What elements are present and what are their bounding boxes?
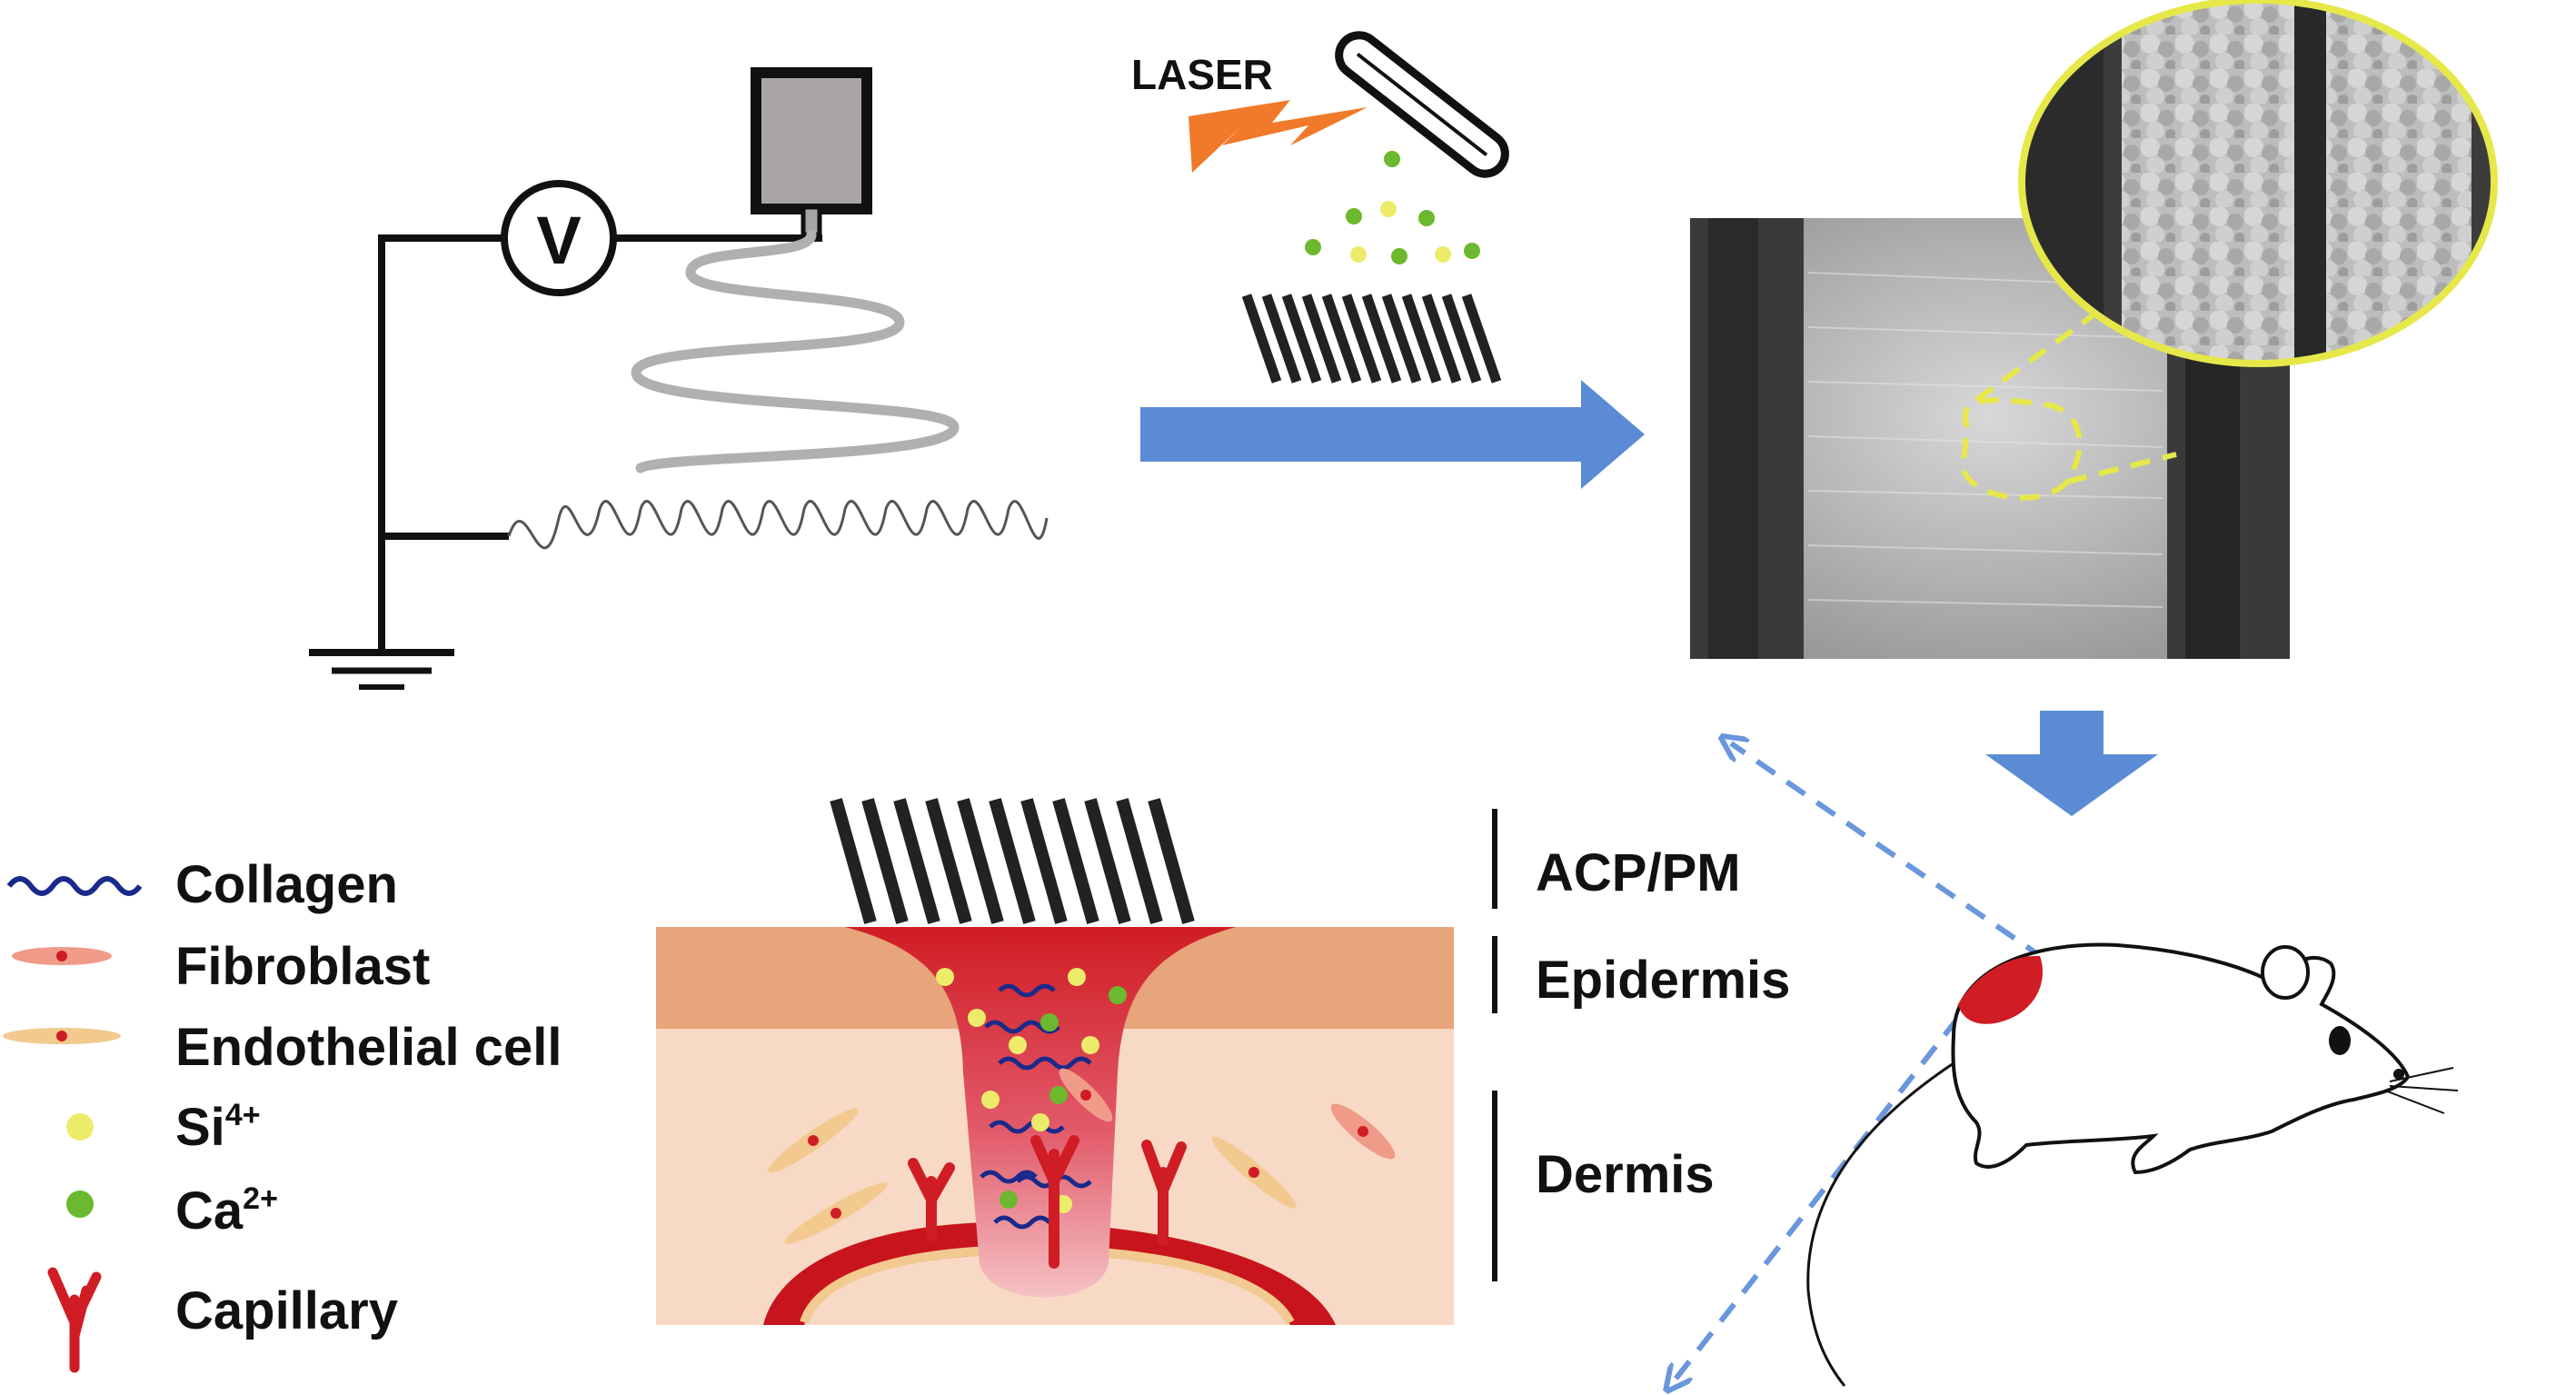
membrane-on-skin — [830, 798, 1195, 924]
capillary-icon — [47, 1267, 102, 1373]
collector-coil — [507, 500, 1049, 550]
layer-label-dermis: Dermis — [1536, 1145, 1715, 1204]
mouse-nose-icon — [2393, 1069, 2404, 1080]
legend-label-si: Si4+ — [175, 1098, 261, 1157]
wound-ions — [936, 968, 1127, 1213]
fiber-membrane-icon — [1241, 294, 1502, 384]
mouse-body-icon — [1951, 942, 2411, 1175]
legend-item-endothelial-cell: Endothelial cell — [3, 1018, 562, 1077]
legend-label-ca: Ca2+ — [175, 1181, 278, 1241]
legend: Collagen Fibroblast Endothelial cell Si4… — [3, 855, 562, 1373]
skin-cross-section: ACP/PM Epidermis Dermis — [656, 798, 1790, 1325]
legend-item-ca: Ca2+ — [66, 1181, 278, 1241]
dashed-arrow-down — [1674, 1016, 1961, 1381]
collagen-icon — [6, 876, 143, 896]
laser-bolt-icon — [1189, 100, 1368, 173]
spinning-jet — [631, 229, 960, 473]
circuit-wire — [378, 234, 509, 654]
sem-micrograph — [1690, 0, 2498, 816]
ion-particles — [1305, 151, 1480, 264]
wound-collagen — [980, 983, 1092, 1230]
legend-si-base: Si — [175, 1098, 225, 1157]
ca-ion-icon — [66, 1191, 94, 1218]
legend-item-collagen: Collagen — [6, 855, 398, 914]
laser-target-icon — [1335, 31, 1509, 178]
legend-label-fibroblast: Fibroblast — [175, 937, 430, 996]
mouse-eye-icon — [2329, 1026, 2351, 1055]
voltmeter-icon — [501, 180, 617, 296]
dashed-arrow-up — [1731, 743, 2046, 962]
mouse-whiskers — [2384, 1067, 2459, 1114]
electrospinning-setup: V — [309, 67, 1049, 690]
blood-vessel — [763, 1221, 1336, 1325]
layer-label-epidermis: Epidermis — [1536, 951, 1790, 1010]
layer-label-acp-pm: ACP/PM — [1536, 843, 1741, 902]
legend-item-fibroblast: Fibroblast — [12, 937, 430, 996]
legend-ca-base: Ca — [175, 1181, 244, 1241]
process-arrow-right — [1140, 380, 1645, 489]
zoom-line-2 — [2066, 452, 2177, 484]
legend-item-capillary: Capillary — [47, 1267, 398, 1373]
zoom-region-outline — [1959, 397, 2083, 501]
legend-label-capillary: Capillary — [175, 1281, 398, 1340]
wound-site-icon — [1958, 955, 2043, 1024]
voltmeter-label: V — [536, 203, 581, 278]
legend-label-endothelial-cell: Endothelial cell — [175, 1018, 562, 1077]
process-arrow-down — [1985, 711, 2158, 816]
syringe-icon — [751, 67, 872, 237]
wound-bed — [845, 927, 1236, 1298]
dermis-cells — [768, 1068, 1396, 1244]
legend-item-si: Si4+ — [66, 1098, 261, 1157]
zoom-line-1 — [1974, 302, 2110, 403]
laser-label: LASER — [1131, 51, 1273, 98]
legend-ca-sup: 2+ — [243, 1181, 278, 1216]
legend-label-collagen: Collagen — [175, 855, 398, 914]
si-ion-icon — [66, 1113, 94, 1141]
legend-si-sup: 4+ — [225, 1098, 261, 1132]
laser-deposition: LASER — [1131, 31, 1645, 489]
magnified-inset-border — [2018, 0, 2498, 367]
ground-icon — [309, 647, 454, 690]
capillaries — [908, 1135, 1187, 1269]
mouse-model — [1674, 743, 2459, 1387]
mouse-tail — [1806, 1061, 1954, 1387]
fiber-texture — [1807, 272, 2163, 608]
mouse-ear-icon — [2261, 945, 2310, 1000]
